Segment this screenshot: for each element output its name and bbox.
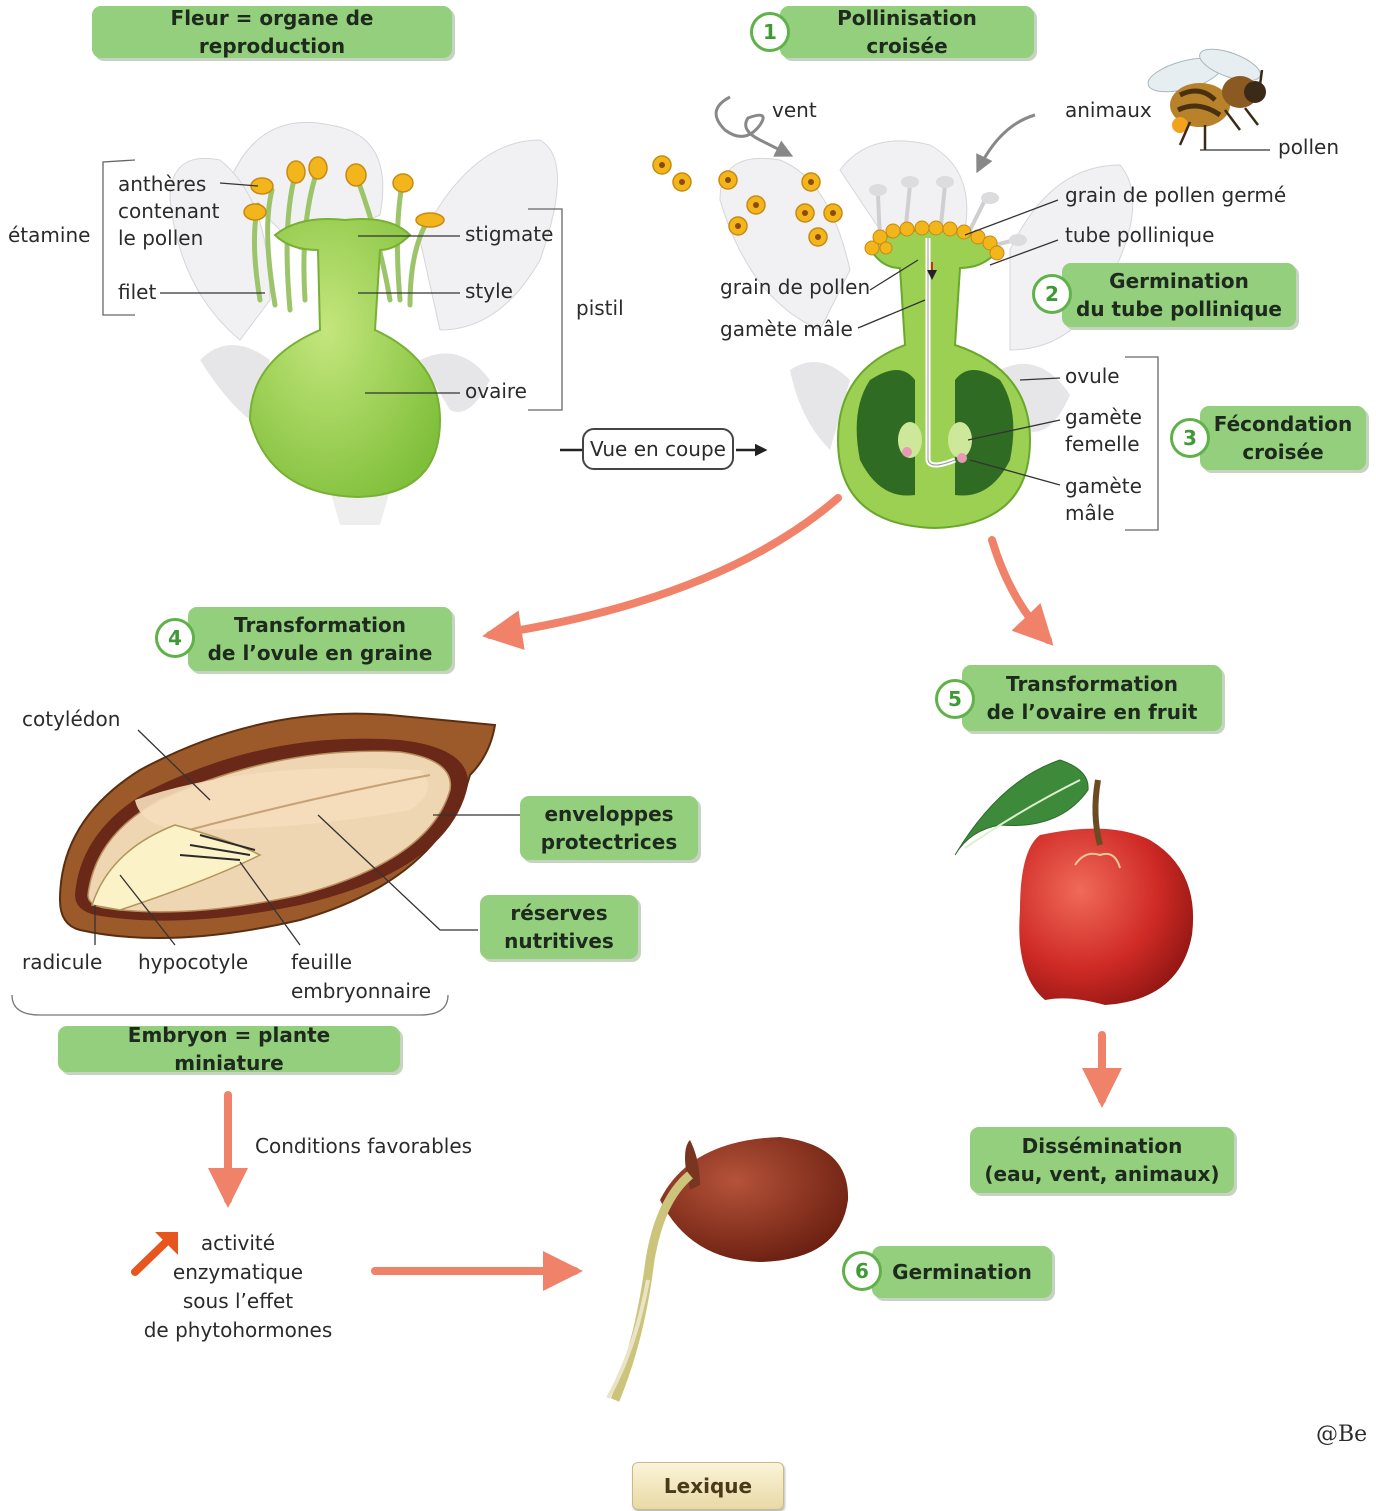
enveloppes-line-1: enveloppes bbox=[544, 800, 673, 828]
tube-label: tube pollinique bbox=[1065, 222, 1214, 249]
filet-label: filet bbox=[118, 279, 156, 306]
vent-label: vent bbox=[772, 97, 817, 124]
dissemination-line-2: (eau, vent, animaux) bbox=[984, 1160, 1219, 1188]
watermark: @Be bbox=[1316, 1422, 1367, 1447]
antheres-label-3: le pollen bbox=[118, 225, 203, 252]
graine-line-2: de l’ovule en graine bbox=[208, 639, 433, 667]
fruit-title: Transformation de l’ovaire en fruit bbox=[962, 665, 1222, 731]
bee-icon bbox=[1145, 43, 1266, 150]
etamine-label: étamine bbox=[8, 222, 90, 249]
reserves-box: réserves nutritives bbox=[480, 895, 638, 959]
step-5-badge: 5 bbox=[935, 679, 975, 719]
embryon-box: Embryon = plante miniature bbox=[58, 1026, 400, 1072]
cotyledon-label: cotylédon bbox=[22, 706, 120, 733]
enveloppes-line-2: protectrices bbox=[541, 828, 678, 856]
step-1-badge: 1 bbox=[750, 12, 790, 52]
stigmate-label: stigmate bbox=[465, 221, 553, 248]
fecondation-title: Fécondation croisée bbox=[1200, 406, 1366, 470]
activite-label-2: enzymatique bbox=[138, 1259, 338, 1286]
flower-title: Fleur = organe de reproduction bbox=[92, 6, 452, 58]
dissemination-box: Dissémination (eau, vent, animaux) bbox=[970, 1127, 1234, 1193]
dissemination-line-1: Dissémination bbox=[1022, 1132, 1183, 1160]
animaux-label: animaux bbox=[1065, 97, 1152, 124]
radicule-label: radicule bbox=[22, 949, 102, 976]
gamete-male2-label-2: mâle bbox=[1065, 500, 1115, 527]
graine-line-1: Transformation bbox=[234, 611, 406, 639]
gamete-male2-label-1: gamète bbox=[1065, 473, 1142, 500]
feuille-label-2: embryonnaire bbox=[291, 978, 431, 1005]
germination-tube-title: Germination du tube pollinique bbox=[1062, 263, 1296, 327]
reserves-line-1: réserves bbox=[510, 899, 607, 927]
step-4-badge: 4 bbox=[155, 618, 195, 658]
graine-title: Transformation de l’ovule en graine bbox=[188, 607, 452, 671]
activite-label-1: activité bbox=[138, 1230, 338, 1257]
germination-tube-line-1: Germination bbox=[1109, 267, 1249, 295]
fecondation-line-1: Fécondation bbox=[1214, 410, 1352, 438]
ovaire-label: ovaire bbox=[465, 378, 527, 405]
step-3-badge: 3 bbox=[1170, 418, 1210, 458]
reserves-line-2: nutritives bbox=[504, 927, 614, 955]
seedling-drawing bbox=[608, 1137, 848, 1400]
grain-label: grain de pollen bbox=[720, 274, 870, 301]
apple-drawing bbox=[955, 760, 1193, 1005]
gamete-femelle-label-1: gamète bbox=[1065, 404, 1142, 431]
feuille-label-1: feuille bbox=[291, 949, 352, 976]
gamete-femelle-label-2: femelle bbox=[1065, 431, 1140, 458]
hypocotyle-label: hypocotyle bbox=[138, 949, 248, 976]
fecondation-line-2: croisée bbox=[1242, 438, 1323, 466]
pistil-label: pistil bbox=[576, 295, 624, 322]
grain-germe-label: grain de pollen germé bbox=[1065, 182, 1286, 209]
animal-arrow bbox=[978, 115, 1035, 170]
vue-en-coupe-label: Vue en coupe bbox=[582, 428, 734, 470]
pollination-title: Pollinisation croisée bbox=[780, 6, 1034, 58]
step-2-badge: 2 bbox=[1032, 274, 1072, 314]
antheres-label-1: anthères bbox=[118, 171, 206, 198]
germination-tube-line-2: du tube pollinique bbox=[1076, 295, 1282, 323]
lexique-button[interactable]: Lexique bbox=[632, 1462, 784, 1510]
antheres-label-2: contenant bbox=[118, 198, 220, 225]
style-label: style bbox=[465, 278, 513, 305]
activite-label-4: de phytohormones bbox=[138, 1317, 338, 1344]
ovule-label: ovule bbox=[1065, 363, 1120, 390]
fruit-line-2: de l’ovaire en fruit bbox=[987, 698, 1198, 726]
conditions-label: Conditions favorables bbox=[255, 1133, 472, 1160]
gamete-male-label: gamète mâle bbox=[720, 316, 853, 343]
activite-label-3: sous l’effet bbox=[138, 1288, 338, 1315]
enveloppes-box: enveloppes protectrices bbox=[520, 796, 698, 860]
step-6-badge: 6 bbox=[842, 1251, 882, 1291]
germination-title: Germination bbox=[872, 1246, 1052, 1298]
fruit-line-1: Transformation bbox=[1006, 670, 1178, 698]
pollen-label: pollen bbox=[1278, 134, 1339, 161]
